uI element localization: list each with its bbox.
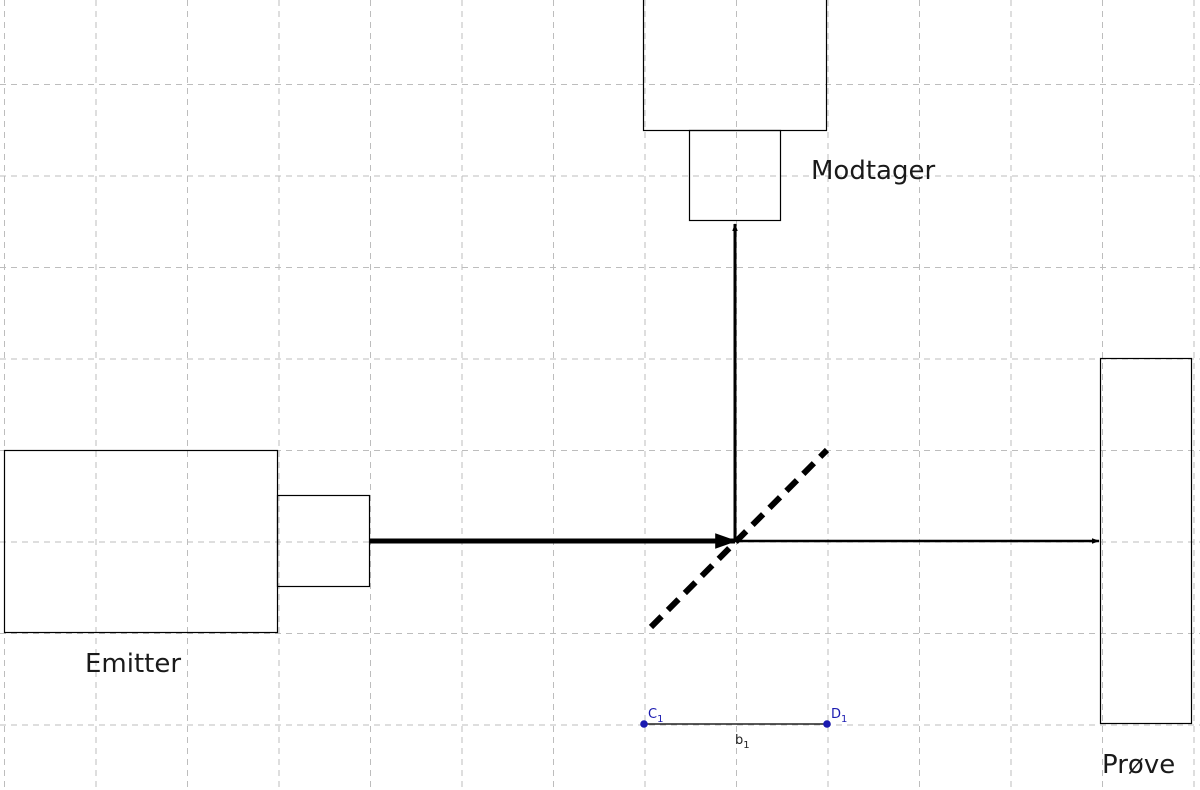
point-d1-name: D [831,707,841,722]
segment-b1[interactable]: C1 D1 b1 [640,707,847,751]
segment-sub: 1 [743,740,749,751]
point-d1-sub: 1 [841,714,847,725]
point-c1-label: C1 [648,707,663,725]
segment-name: b [735,733,743,748]
receiver-body [642,0,828,132]
point-d1[interactable] [823,720,831,728]
emitter-label: Emitter [85,649,181,679]
receiver-nozzle [688,129,782,222]
point-c1-name: C [648,707,657,722]
point-d1-label: D1 [831,707,847,725]
segment-label: b1 [735,733,750,751]
sample-plate [1099,357,1193,725]
receiver [642,0,828,222]
beam-splitter [648,447,830,630]
emitter [3,449,371,634]
sample-label: Prøve [1102,750,1175,780]
point-c1-sub: 1 [657,714,663,725]
emitter-nozzle [276,494,371,588]
receiver-label: Modtager [811,156,935,186]
point-c1[interactable] [640,720,648,728]
